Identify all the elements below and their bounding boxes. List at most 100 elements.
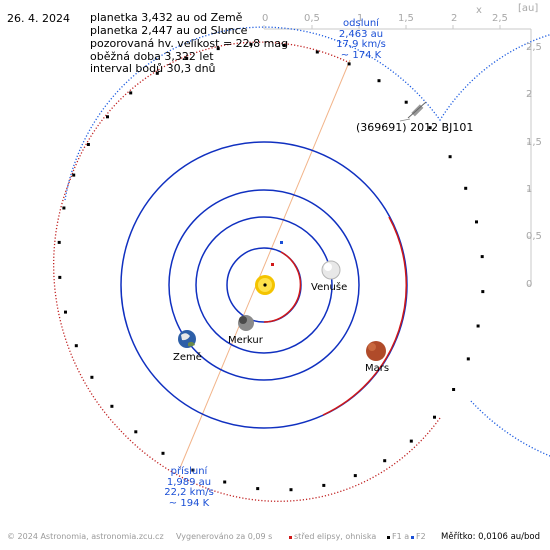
orbit-interval-point [475, 220, 478, 224]
orbit-interval-point [347, 62, 351, 66]
orbit-interval-point [58, 275, 62, 279]
orbit-interval-point [409, 439, 413, 443]
legend-center-text: střed elipsy, ohniska [294, 532, 377, 541]
orbit-interval-point [185, 56, 189, 60]
mars-planet [366, 341, 386, 361]
mercury-label: Merkur [228, 335, 263, 346]
apsides-line [179, 59, 351, 469]
asteroid-orbit-points [57, 42, 485, 492]
distance-from-earth: planetka 3,432 au od Země [90, 11, 243, 24]
orbit-interval-point [106, 115, 109, 119]
y-tick-0-5: 0,5 [526, 231, 542, 242]
orbit-interval-point [129, 91, 133, 95]
orbit-interval-point [383, 459, 387, 463]
distance-from-sun: planetka 2,447 au od Slunce [90, 24, 248, 37]
mars-label: Mars [365, 363, 390, 374]
legend-f1-marker [387, 536, 390, 539]
orbit-interval-point [57, 240, 61, 244]
venus-label: Venuše [311, 282, 348, 293]
asteroid-orbit-above [64, 26, 550, 457]
orbit-interval-point [161, 451, 165, 455]
y-tick-2-5: 2,5 [526, 42, 542, 53]
orbit-interval-point [433, 415, 436, 419]
orbit-interval-point [289, 488, 293, 492]
point-interval: interval bodů 30,3 dnů [90, 62, 216, 75]
footer-copyright: © 2024 Astronomia, astronomia.zcu.cz [7, 532, 164, 541]
axis-unit-au: [au] [518, 3, 539, 14]
mercury-planet [238, 315, 254, 331]
orbit-interval-point [282, 43, 286, 47]
orbit-interval-point [464, 186, 468, 190]
orbit-interval-point [90, 375, 94, 379]
aphelion-label: odsluní 2,463 au 17,9 km/s ~ 174 K [336, 18, 386, 61]
orbit-interval-point [476, 324, 480, 328]
x-tick-2-5: 2,5 [492, 13, 508, 24]
earth-planet [178, 330, 196, 348]
ellipse-center-marker [271, 263, 274, 266]
orbit-interval-point [448, 155, 452, 159]
perihelion-speed: 22,2 km/s [164, 487, 214, 498]
orbit-interval-point [86, 143, 90, 146]
orbit-interval-point [322, 483, 326, 487]
orbit-interval-point [404, 100, 408, 104]
orbit-interval-point [72, 173, 76, 177]
asteroid-name: (369691) 2012 BJ101 [356, 121, 474, 134]
orbit-interval-point [377, 79, 381, 83]
perihelion-title: přísluní [170, 466, 208, 477]
focus-f2-marker [280, 241, 283, 244]
x-tick-0: 0 [262, 13, 269, 24]
orbit-interval-point [223, 480, 227, 484]
orbit-interval-point [110, 404, 114, 408]
orbit-interval-point [452, 388, 456, 391]
aphelion-temperature: ~ 174 K [340, 49, 382, 61]
legend-f2-text: F2 [416, 532, 426, 541]
y-tick-2: 2 [526, 89, 533, 100]
asteroid-orbit-below [53, 41, 441, 502]
legend-f1-text: F1 a [392, 532, 410, 541]
date-label: 26. 4. 2024 [7, 12, 70, 25]
orbit-interval-point [155, 71, 159, 75]
perihelion-distance: 1,989 au [166, 476, 212, 488]
orbit-interval-point [191, 468, 195, 472]
aphelion-speed: 17,9 km/s [336, 39, 386, 50]
x-axis-unit: x [476, 5, 482, 16]
venus-orbit [195, 216, 333, 354]
footer-scale: Měřítko: 0,0106 au/bod [441, 532, 541, 542]
orbit-interval-point [216, 47, 220, 51]
orbit-interval-point [249, 42, 253, 46]
orbit-interval-point [62, 206, 66, 210]
asteroid-label-leader [399, 118, 411, 122]
asteroid-marker [407, 101, 427, 119]
perihelion-temperature: ~ 194 K [168, 497, 210, 509]
legend-f2-marker [411, 536, 414, 539]
perihelion-label: přísluní 1,989 au 22,2 km/s ~ 194 K [163, 466, 215, 509]
y-tick-0: 0 [526, 279, 533, 290]
x-tick-0-5: 0,5 [304, 13, 320, 24]
orbit-interval-point [353, 474, 357, 478]
orbit-interval-point [74, 344, 78, 348]
mars-orbit-below [322, 216, 407, 416]
observed-magnitude: pozorovaná hv. velikost = 22,8 mag [90, 37, 289, 50]
legend-center-marker [289, 536, 292, 539]
footer-generated: Vygenerováno za 0,09 s [176, 532, 273, 541]
orbit-interval-point [428, 126, 432, 130]
orbit-interval-point [315, 50, 319, 54]
venus-planet [321, 260, 341, 280]
sun [255, 275, 275, 295]
earth-orbit [168, 189, 360, 381]
x-tick-1-5: 1,5 [398, 13, 414, 24]
x-axis-ticks [263, 25, 501, 29]
y-tick-1: 1 [526, 184, 533, 195]
orbit-interval-point [481, 290, 485, 294]
y-axis-ticks [527, 47, 531, 286]
x-tick-2: 2 [451, 13, 458, 24]
orbital-period: oběžná doba 3,322 let [90, 50, 214, 63]
orbit-interval-point [466, 357, 470, 361]
orbit-interval-point [480, 255, 484, 259]
earth-label: Země [173, 352, 202, 363]
mercury-orbit-below [263, 251, 302, 323]
aphelion-title: odsluní [343, 18, 379, 29]
orbit-interval-point [134, 430, 138, 434]
aphelion-distance: 2,463 au [338, 28, 384, 40]
